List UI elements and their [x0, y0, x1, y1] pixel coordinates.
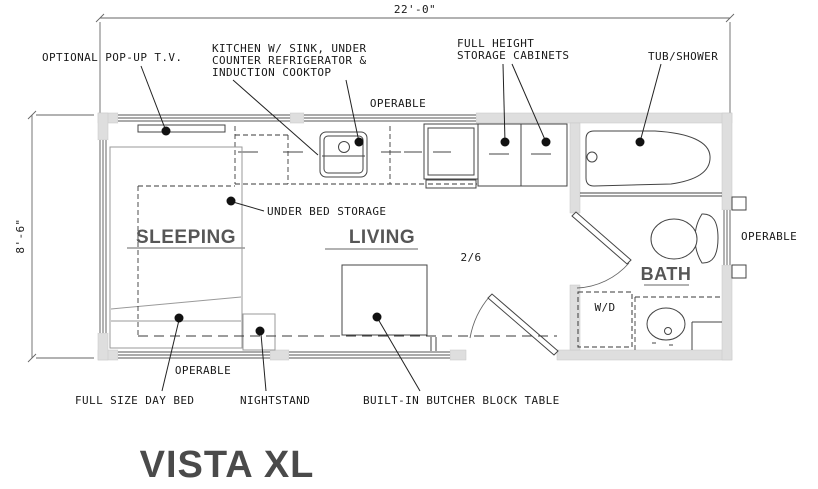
refrigerator	[423, 123, 479, 189]
toilet	[650, 213, 719, 264]
kitchen-label: KITCHEN W/ SINK, UNDER COUNTER REFRIGERA…	[212, 42, 367, 79]
svg-text:KITCHEN W/ SINK, UNDER: KITCHEN W/ SINK, UNDER	[212, 42, 367, 55]
dimension-width-label: 22'-0"	[394, 3, 436, 16]
bath-vanity	[634, 296, 722, 350]
svg-text:BATH: BATH	[641, 264, 692, 284]
washer-dryer-label: W/D	[594, 301, 615, 314]
window-top-kitchen	[304, 113, 476, 123]
cabinets-label: FULL HEIGHT STORAGE CABINETS	[457, 37, 569, 62]
bath-door: 2/6	[460, 211, 632, 289]
room-label-sleeping: SLEEPING	[127, 227, 245, 249]
day-bed-label: FULL SIZE DAY BED	[75, 394, 194, 407]
storage-cabinets	[477, 123, 568, 187]
room-label-living: LIVING	[325, 227, 418, 250]
dimension-height-label: 8'-6"	[14, 218, 27, 253]
table-label: BUILT-IN BUTCHER BLOCK TABLE	[363, 394, 560, 407]
svg-text:SLEEPING: SLEEPING	[136, 227, 236, 248]
operable-top-label: OPERABLE	[370, 97, 426, 110]
pop-up-tv	[137, 124, 226, 133]
bath-sink	[646, 307, 686, 341]
window-right-bath	[722, 196, 747, 279]
under-bed-storage-outline	[137, 185, 557, 337]
tub-label: TUB/SHOWER	[648, 50, 718, 63]
window-top-sleeping	[118, 113, 290, 123]
tub-drain	[586, 151, 598, 163]
svg-text:INDUCTION COOKTOP: INDUCTION COOKTOP	[212, 66, 331, 79]
svg-text:FULL HEIGHT: FULL HEIGHT	[457, 37, 534, 50]
sink-faucet	[338, 141, 350, 153]
nightstand	[242, 313, 276, 351]
dimension-width: 22'-0"	[95, 3, 735, 113]
svg-text:STORAGE CABINETS: STORAGE CABINETS	[457, 49, 569, 62]
room-label-bath: BATH	[641, 264, 692, 286]
svg-text:COUNTER REFRIGERATOR &: COUNTER REFRIGERATOR &	[212, 54, 367, 67]
leader-lines	[140, 63, 662, 392]
window-bottom-sleeping	[118, 350, 270, 360]
operable-right-label: OPERABLE	[741, 230, 797, 243]
bath-door-size-label: 2/6	[460, 251, 481, 264]
tv-label: OPTIONAL POP-UP T.V.	[42, 51, 182, 64]
plan-title: VISTA XL	[140, 444, 315, 486]
dimension-height: 8'-6"	[14, 110, 94, 363]
entry-door	[469, 293, 559, 356]
nightstand-label: NIGHTSTAND	[240, 394, 310, 407]
tub-shower	[580, 130, 722, 197]
under-bed-label: UNDER BED STORAGE	[267, 205, 386, 218]
window-jamb-detail	[430, 337, 437, 351]
window-left-sleeping	[98, 140, 108, 333]
butcher-block-table	[341, 264, 428, 336]
window-bottom-living	[289, 350, 450, 360]
svg-text:LIVING: LIVING	[349, 227, 415, 248]
operable-bottom-label: OPERABLE	[175, 364, 231, 377]
washer-dryer: W/D	[577, 291, 633, 348]
